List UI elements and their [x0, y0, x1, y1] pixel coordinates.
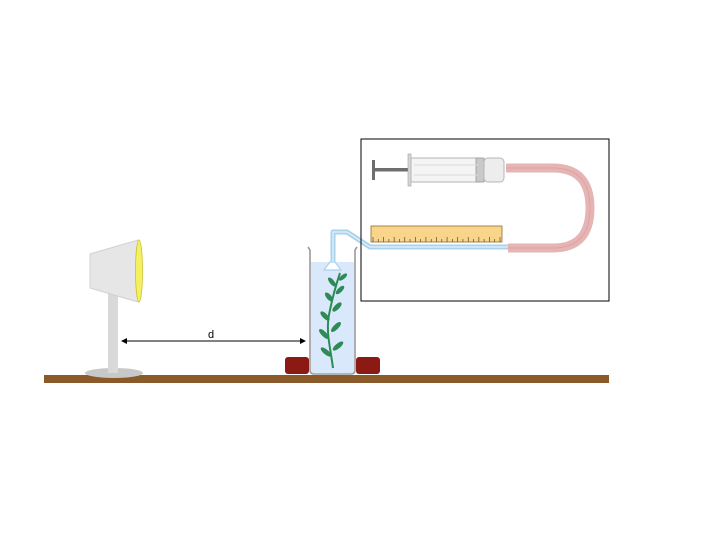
beaker-glass — [307, 246, 358, 375]
lamp-stand — [108, 278, 118, 373]
beaker-water — [311, 262, 354, 373]
bench — [44, 375, 609, 383]
ruler — [370, 225, 503, 243]
syringe-plunger-handle — [372, 160, 375, 180]
left-block — [285, 357, 309, 374]
inset-box — [360, 138, 610, 302]
rubber-tubing — [506, 163, 595, 253]
syringe-stopper — [475, 157, 485, 183]
rubber-tubing-highlight — [506, 167, 591, 249]
lamp — [85, 239, 143, 378]
syringe-barrel — [410, 157, 482, 183]
syringe-plunger-rod — [374, 168, 410, 172]
lamp-shade — [89, 239, 139, 303]
capillary-tube — [330, 229, 509, 262]
syringe-tip — [483, 157, 505, 183]
right-block — [356, 357, 380, 374]
syringe — [372, 153, 505, 187]
distance-arrow — [121, 338, 306, 344]
pondweed — [319, 272, 348, 369]
distance-label: d — [208, 329, 214, 341]
lamp-bulb-face — [135, 239, 143, 303]
